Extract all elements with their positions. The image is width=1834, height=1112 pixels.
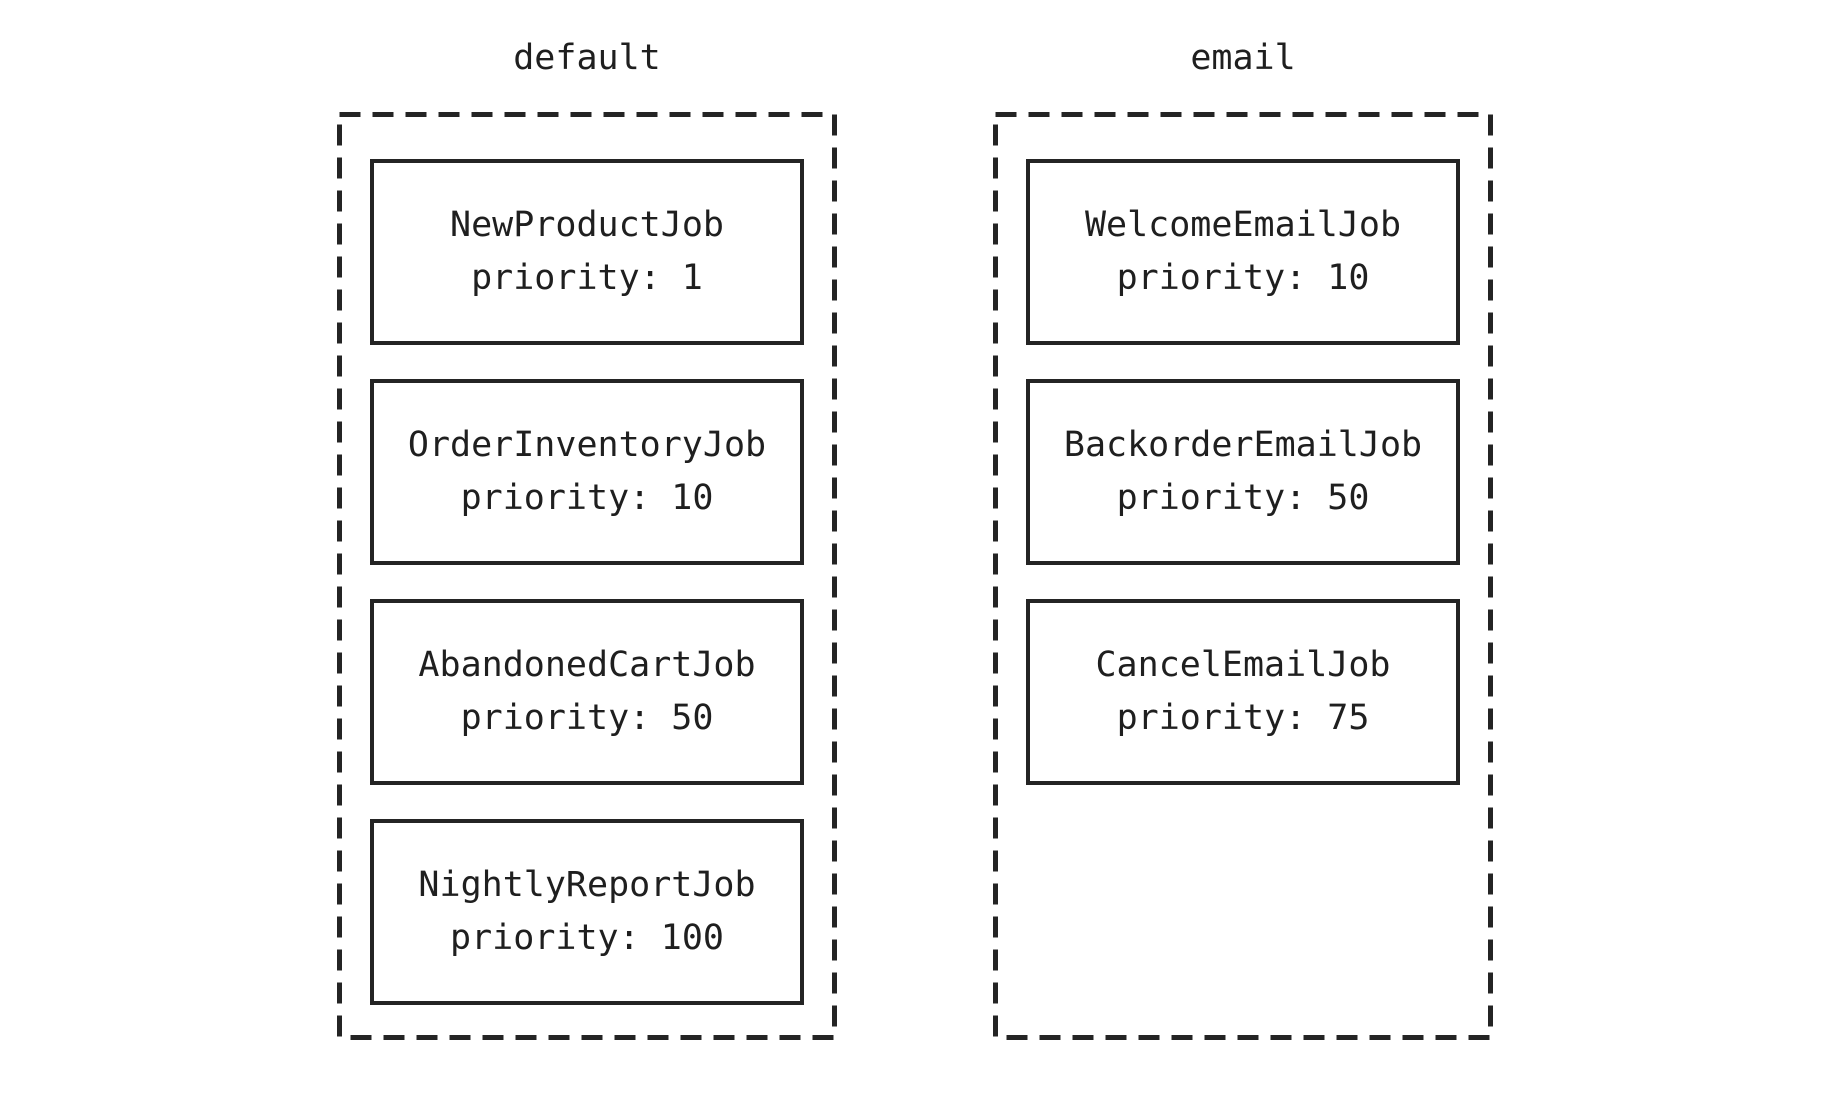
job-priority: priority: 1 (471, 258, 703, 298)
job-priority: priority: 75 (1116, 698, 1370, 738)
job-box: BackorderEmailJob priority: 50 (1026, 379, 1460, 565)
queue-default-container: NewProductJob priority: 1 OrderInventory… (337, 112, 837, 1040)
job-name: BackorderEmailJob (1063, 425, 1423, 465)
job-name: NightlyReportJob (418, 865, 756, 905)
job-box: OrderInventoryJob priority: 10 (370, 379, 804, 565)
job-name: AbandonedCartJob (418, 645, 756, 685)
job-box: AbandonedCartJob priority: 50 (370, 599, 804, 785)
queue-email-title: email (1190, 38, 1296, 78)
job-box: NewProductJob priority: 1 (370, 159, 804, 345)
job-box: WelcomeEmailJob priority: 10 (1026, 159, 1460, 345)
job-name: WelcomeEmailJob (1084, 205, 1402, 245)
job-name: OrderInventoryJob (407, 425, 767, 465)
queue-email-container: WelcomeEmailJob priority: 10 BackorderEm… (993, 112, 1493, 1040)
job-priority: priority: 50 (1116, 478, 1370, 518)
queue-default-title: default (513, 38, 661, 78)
queue-email: email WelcomeEmailJob priority: 10 Backo… (993, 38, 1493, 1040)
job-box: NightlyReportJob priority: 100 (370, 819, 804, 1005)
job-priority: priority: 50 (460, 698, 714, 738)
queue-default: default NewProductJob priority: 1 OrderI… (337, 38, 837, 1040)
job-priority: priority: 10 (460, 478, 714, 518)
job-name: NewProductJob (450, 205, 724, 245)
job-name: CancelEmailJob (1095, 645, 1391, 685)
job-box: CancelEmailJob priority: 75 (1026, 599, 1460, 785)
job-priority: priority: 10 (1116, 258, 1370, 298)
job-priority: priority: 100 (450, 918, 724, 958)
